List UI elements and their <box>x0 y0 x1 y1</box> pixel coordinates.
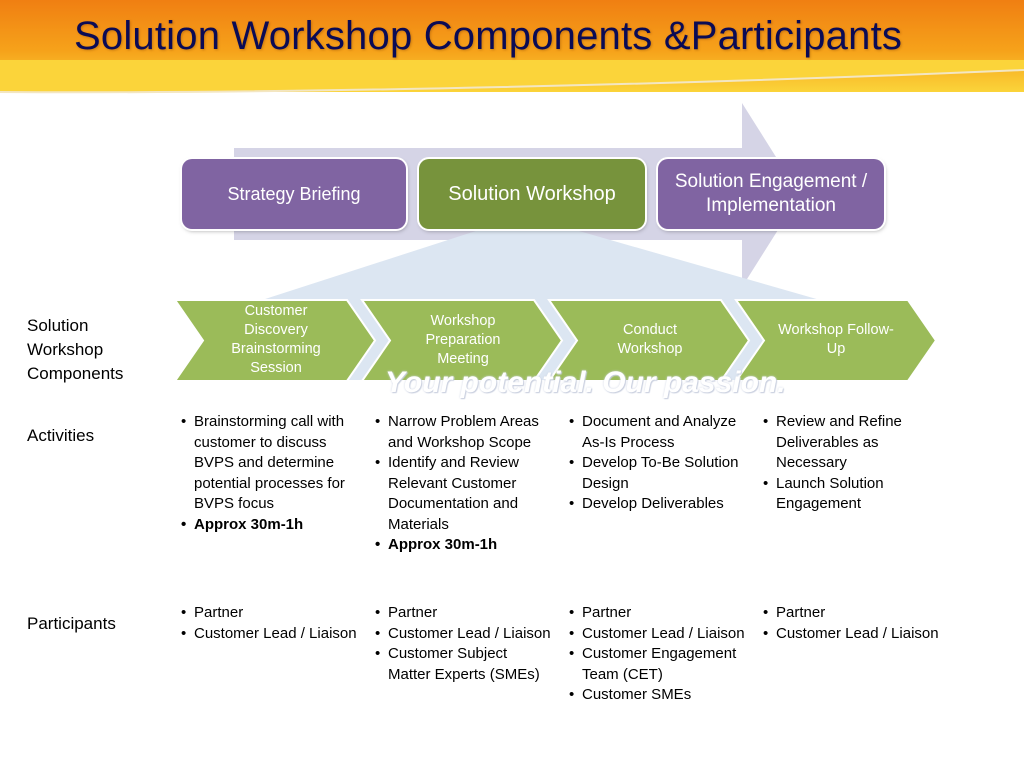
phase-label: Solution Workshop <box>448 182 616 205</box>
watermark-text: Your potential. Our passion. <box>385 366 786 399</box>
list-item: Approx 30m-1h <box>177 515 359 536</box>
component-label-follow-up: Workshop Follow-Up <box>778 322 894 357</box>
participants-conduct: PartnerCustomer Lead / LiaisonCustomer E… <box>565 603 747 706</box>
activities-follow-up: Review and Refine Deliverables as Necess… <box>759 412 941 515</box>
row-label-activities: Activities <box>27 426 95 445</box>
component-chevron <box>547 299 751 382</box>
list-item: Customer Lead / Liaison <box>759 624 941 645</box>
banner-curve <box>0 60 1024 94</box>
list-item: Partner <box>371 603 553 624</box>
row-label-participants: Participants <box>27 614 116 633</box>
list-item: Customer Lead / Liaison <box>565 624 747 645</box>
phase-strategy-briefing: Strategy Briefing <box>182 159 406 229</box>
list-item: Partner <box>177 603 359 624</box>
list-item: Brainstorming call with customer to disc… <box>177 412 359 515</box>
component-chevron <box>734 299 938 382</box>
row-label-components: Solution Workshop Components <box>27 316 124 383</box>
activities-preparation: Narrow Problem Areas and Workshop ScopeI… <box>371 412 553 556</box>
list-item: Document and Analyze As-Is Process <box>565 412 747 453</box>
component-label-discovery: Customer Discovery Brainstorming Session <box>231 303 321 376</box>
participants-discovery: PartnerCustomer Lead / Liaison <box>177 603 359 644</box>
list-item: Customer SMEs <box>565 685 747 706</box>
list-item: Narrow Problem Areas and Workshop Scope <box>371 412 553 453</box>
list-item: Customer Subject Matter Experts (SMEs) <box>371 644 553 685</box>
list-item: Develop Deliverables <box>565 494 747 515</box>
list-item: Develop To-Be Solution Design <box>565 453 747 494</box>
slide-title: Solution Workshop Components &Participan… <box>74 14 903 58</box>
component-label-conduct: Conduct Workshop <box>617 322 683 357</box>
phase-label: Strategy Briefing <box>227 183 361 204</box>
phase-label: Solution Engagement / Implementation <box>674 171 868 216</box>
list-item: Partner <box>565 603 747 624</box>
list-item: Approx 30m-1h <box>371 535 553 556</box>
list-item: Customer Engagement Team (CET) <box>565 644 747 685</box>
list-item: Customer Lead / Liaison <box>371 624 553 645</box>
list-item: Identify and Review Relevant Customer Do… <box>371 453 553 535</box>
phase-solution-engagement: Solution Engagement / Implementation <box>658 159 884 229</box>
component-label-preparation: Workshop Preparation Meeting <box>425 312 501 367</box>
activities-conduct: Document and Analyze As-Is ProcessDevelo… <box>565 412 747 515</box>
component-chevron <box>360 299 564 382</box>
participants-preparation: PartnerCustomer Lead / LiaisonCustomer S… <box>371 603 553 685</box>
participants-follow-up: PartnerCustomer Lead / Liaison <box>759 603 941 644</box>
phase-solution-workshop: Solution Workshop <box>419 159 645 229</box>
list-item: Partner <box>759 603 941 624</box>
component-chevrons <box>173 299 938 382</box>
list-item: Review and Refine Deliverables as Necess… <box>759 412 941 474</box>
list-item: Customer Lead / Liaison <box>177 624 359 645</box>
component-chevron <box>173 299 377 382</box>
activities-discovery: Brainstorming call with customer to disc… <box>177 412 359 535</box>
list-item: Launch Solution Engagement <box>759 474 941 515</box>
